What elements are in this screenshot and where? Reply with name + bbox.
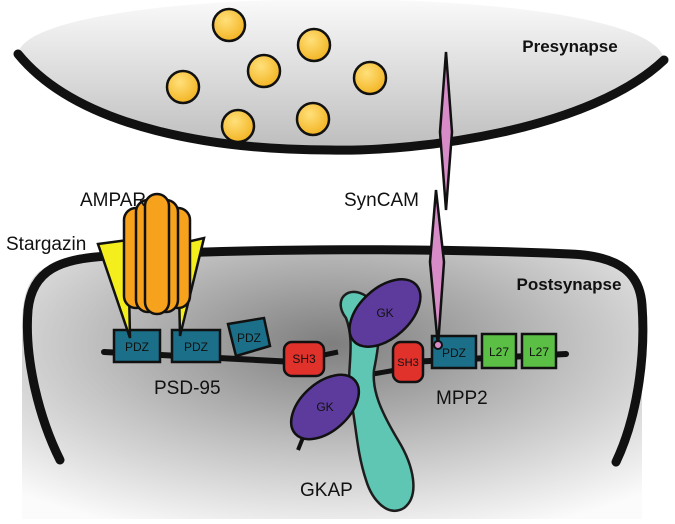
label-stargazin: Stargazin (6, 234, 86, 255)
presynapse-body (18, 0, 664, 151)
presynaptic-membrane (13, 49, 669, 155)
gk-domain-upper: GK (348, 278, 422, 348)
pdz-label: PDZ (184, 340, 208, 354)
l27-label: L27 (529, 345, 549, 359)
presynapse (13, 0, 669, 155)
ampar-receptor (122, 192, 192, 316)
l27-domain-1: L27 (480, 332, 518, 370)
vesicle (296, 27, 332, 63)
pdz-label: PDZ (125, 340, 149, 354)
pdz-domain-mpp2: PDZ (430, 334, 478, 370)
label-presynapse: Presynapse (522, 37, 617, 56)
vesicle (295, 101, 331, 137)
label-mpp2: MPP2 (436, 388, 488, 409)
l27-domain-2: L27 (520, 332, 558, 370)
gk-label: GK (316, 400, 333, 414)
syncam-protein (428, 51, 454, 350)
vesicle (246, 53, 282, 89)
l27-label: L27 (489, 345, 509, 359)
vesicle (165, 69, 201, 105)
gk-label: GK (376, 306, 393, 320)
label-syncam: SynCAM (344, 190, 419, 211)
vesicle (220, 108, 256, 144)
vesicle (352, 60, 388, 96)
sh3-domain-mpp2: SH3 (391, 340, 425, 384)
vesicle (211, 7, 247, 43)
pdz-domain-1: PDZ (112, 328, 162, 364)
sh3-label: SH3 (397, 357, 418, 369)
label-gkap: GKAP (300, 480, 353, 501)
sh3-domain-psd95: SH3 (282, 340, 326, 378)
sh3-label: SH3 (292, 352, 316, 366)
postsynaptic-membrane (22, 245, 648, 467)
gk-domain-lower: GK (289, 373, 361, 441)
label-psd95: PSD-95 (154, 378, 221, 399)
pdz-label: PDZ (442, 346, 466, 360)
label-postsynapse: Postsynapse (517, 275, 622, 294)
label-ampar: AMPAR (80, 190, 146, 211)
pdz-domain-3: PDZ (226, 316, 272, 358)
pdz-domain-2: PDZ (170, 328, 222, 364)
synaptic-vesicles (165, 7, 388, 144)
pdz-label: PDZ (237, 331, 261, 345)
